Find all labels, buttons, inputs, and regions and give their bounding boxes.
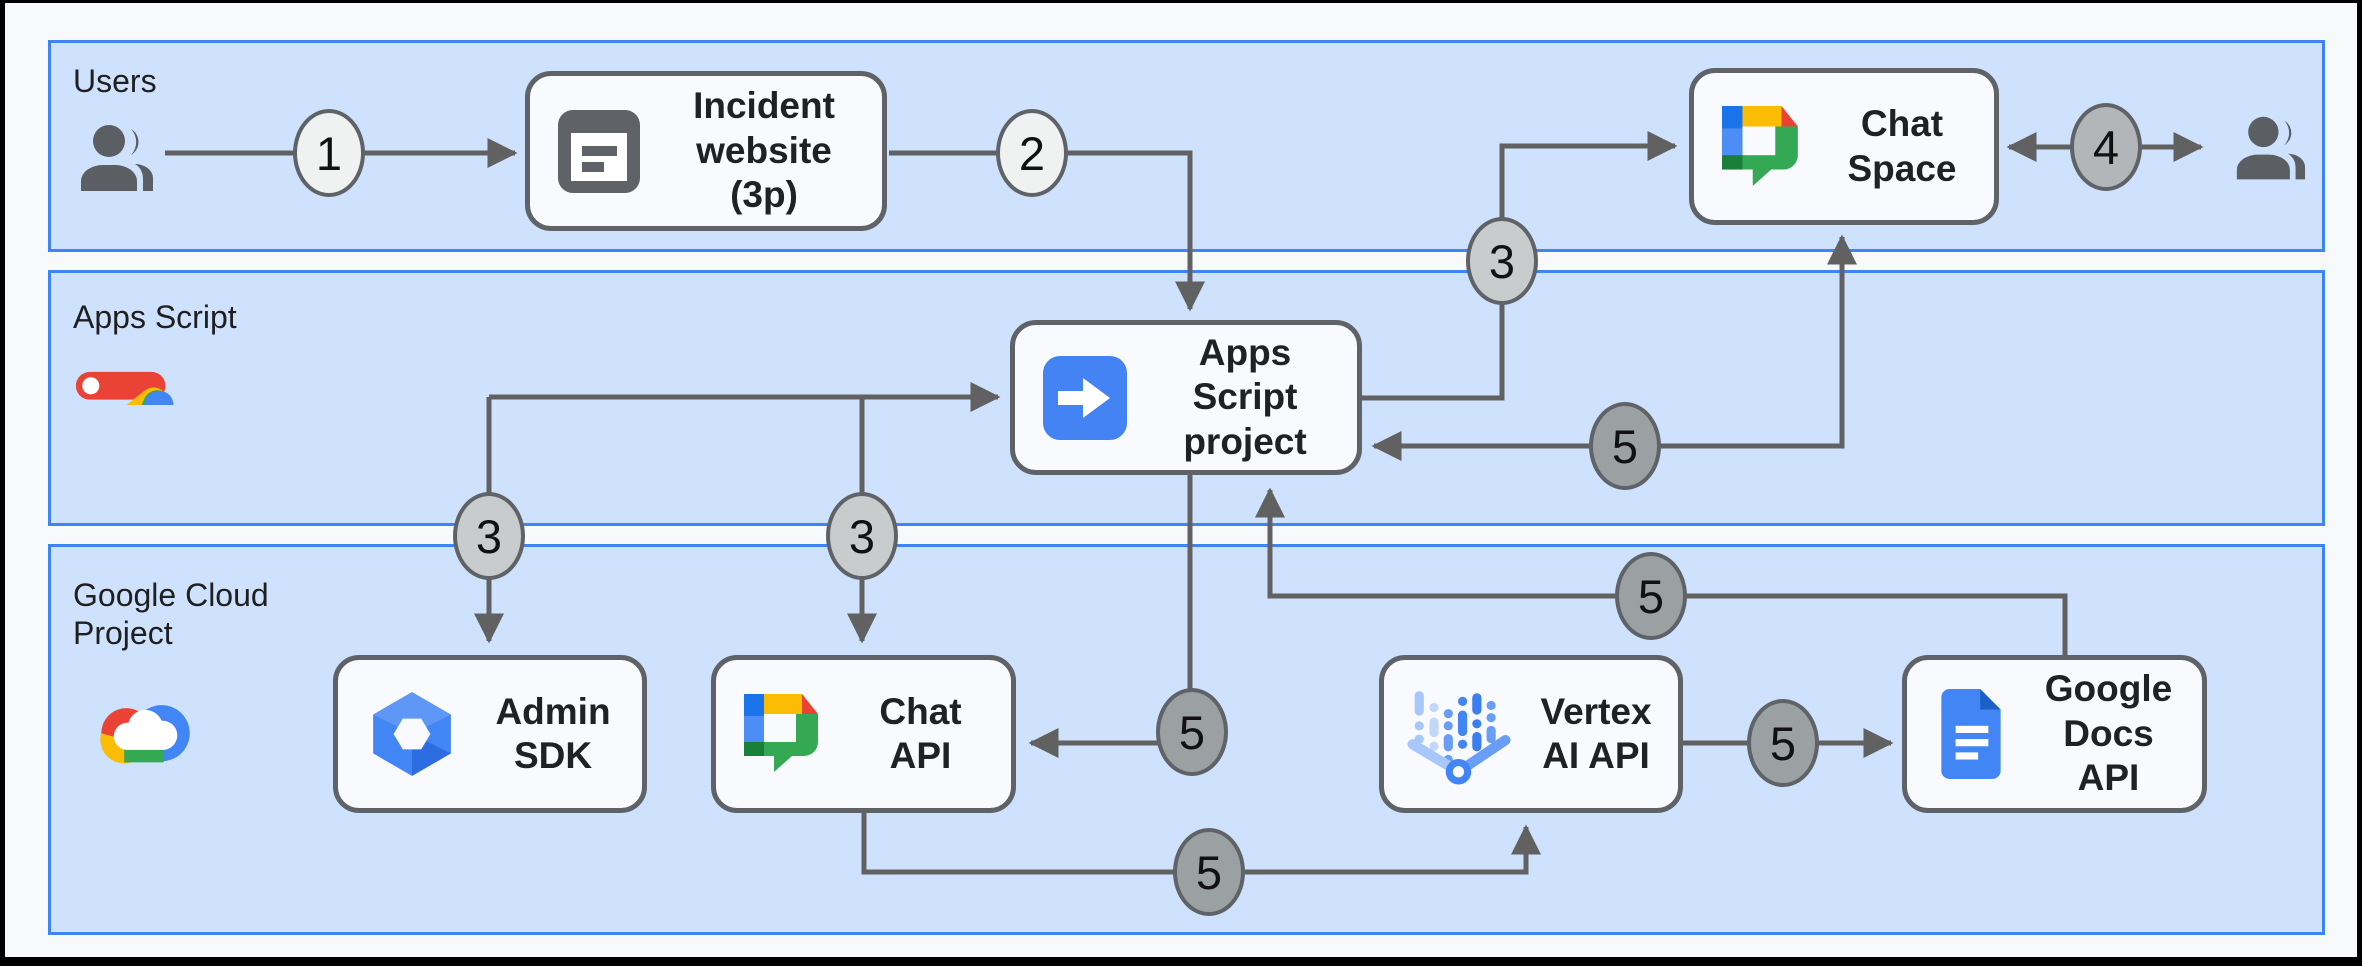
step-circle-2: 2 [996, 109, 1068, 197]
step-circle-5-vertex-to-docs: 5 [1747, 699, 1819, 787]
apps-script-project-icon [1043, 355, 1127, 440]
node-label: Admin SDK [495, 690, 611, 776]
step-circle-3-chat-api: 3 [826, 492, 898, 580]
step-circle-4: 4 [2070, 103, 2142, 191]
node-label: Vertex AI API [1540, 690, 1652, 776]
node-google-docs-api: Google Docs API [1902, 655, 2207, 813]
apps-script-logo [75, 371, 184, 405]
band-users-label: Users [73, 63, 157, 99]
step-circle-3-admin-sdk: 3 [453, 492, 525, 580]
band-apps-script-label: Apps Script [73, 299, 237, 335]
google-chat-icon [744, 694, 818, 772]
node-chat-api: Chat API [711, 655, 1016, 813]
users-icon [81, 125, 153, 191]
band-gcp-label: Google Cloud Project [73, 577, 269, 651]
node-label: Google Docs API [2044, 668, 2173, 799]
google-docs-icon [1941, 689, 2001, 779]
users-icon [2236, 116, 2306, 180]
node-label: Chat Space [1847, 103, 1957, 189]
node-label: Incident website (3p) [693, 85, 835, 216]
google-cloud-logo [100, 705, 190, 764]
node-chat-space: Chat Space [1689, 68, 1999, 225]
node-vertex-ai-api: Vertex AI API [1379, 655, 1683, 813]
step-circle-3-chat-space: 3 [1466, 217, 1538, 305]
admin-sdk-icon [373, 692, 451, 776]
step-circle-5-chat-api-to-vertex: 5 [1173, 828, 1245, 916]
step-circle-1: 1 [293, 109, 365, 197]
google-chat-icon [1722, 105, 1798, 186]
step-circle-5-app-to-chat-api: 5 [1156, 688, 1228, 776]
website-icon [558, 109, 640, 193]
step-circle-5-docs-to-app: 5 [1615, 552, 1687, 640]
step-circle-5-space-to-app: 5 [1589, 402, 1661, 490]
node-apps-script-project: Apps Script project [1010, 320, 1362, 475]
vertex-ai-icon [1407, 691, 1511, 785]
node-admin-sdk: Admin SDK [333, 655, 647, 813]
node-label: Chat API [879, 690, 962, 776]
node-label: Apps Script project [1183, 331, 1307, 462]
node-incident-website: Incident website (3p) [525, 71, 887, 231]
